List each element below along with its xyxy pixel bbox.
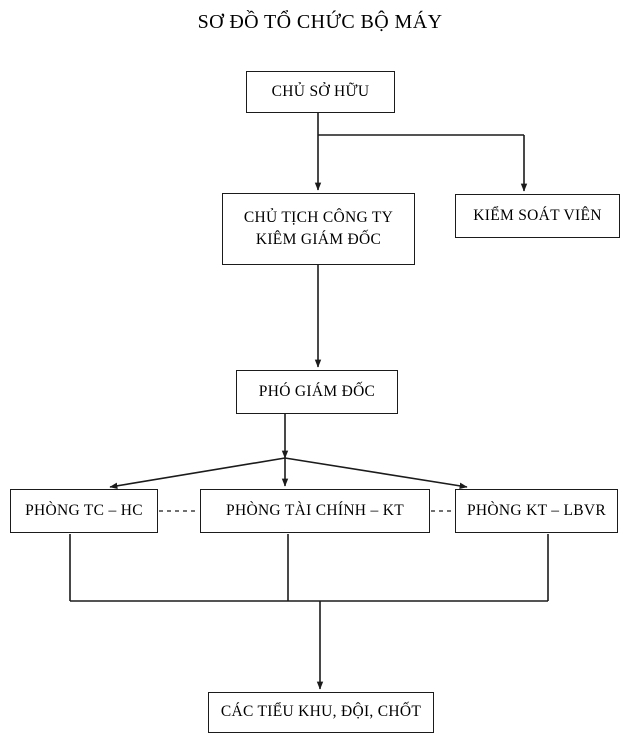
node-owner[interactable]: CHỦ SỞ HỮU [246,71,395,113]
node-dept-tc-hc-label: PHÒNG TC – HC [25,501,143,519]
node-dept-tai-chinh-kt-label: PHÒNG TÀI CHÍNH – KT [226,501,404,519]
node-dept-tai-chinh-kt[interactable]: PHÒNG TÀI CHÍNH – KT [200,489,430,533]
node-chairman-label-line-2: KIÊM GIÁM ĐỐC [255,231,382,248]
edge-deputy-to-dept-kt-lbvr [284,457,468,489]
node-dept-tc-hc[interactable]: PHÒNG TC – HC [10,489,158,533]
node-subunits-label: CÁC TIỂU KHU, ĐỘI, CHỐT [220,703,422,721]
page-title: SƠ ĐỒ TỔ CHỨC BỘ MÁY [197,11,443,33]
node-supervisor-label: KIỂM SOÁT VIÊN [473,206,602,224]
node-chairman[interactable]: CHỦ TỊCH CÔNG TY KIÊM GIÁM ĐỐC [222,193,415,265]
node-deputy-director-label: PHÓ GIÁM ĐỐC [258,382,376,400]
node-chairman-label-line-1: CHỦ TỊCH CÔNG TY [243,208,394,226]
node-dept-kt-lbvr[interactable]: PHÒNG KT – LBVR [455,489,618,533]
node-supervisor[interactable]: KIỂM SOÁT VIÊN [455,194,620,238]
node-deputy-director[interactable]: PHÓ GIÁM ĐỐC [236,370,398,414]
edge-deputy-to-dept-tc-hc [109,457,286,489]
node-owner-label: CHỦ SỞ HỮU [271,82,370,100]
node-dept-kt-lbvr-label: PHÒNG KT – LBVR [467,501,606,519]
node-subunits[interactable]: CÁC TIỂU KHU, ĐỘI, CHỐT [208,692,434,733]
